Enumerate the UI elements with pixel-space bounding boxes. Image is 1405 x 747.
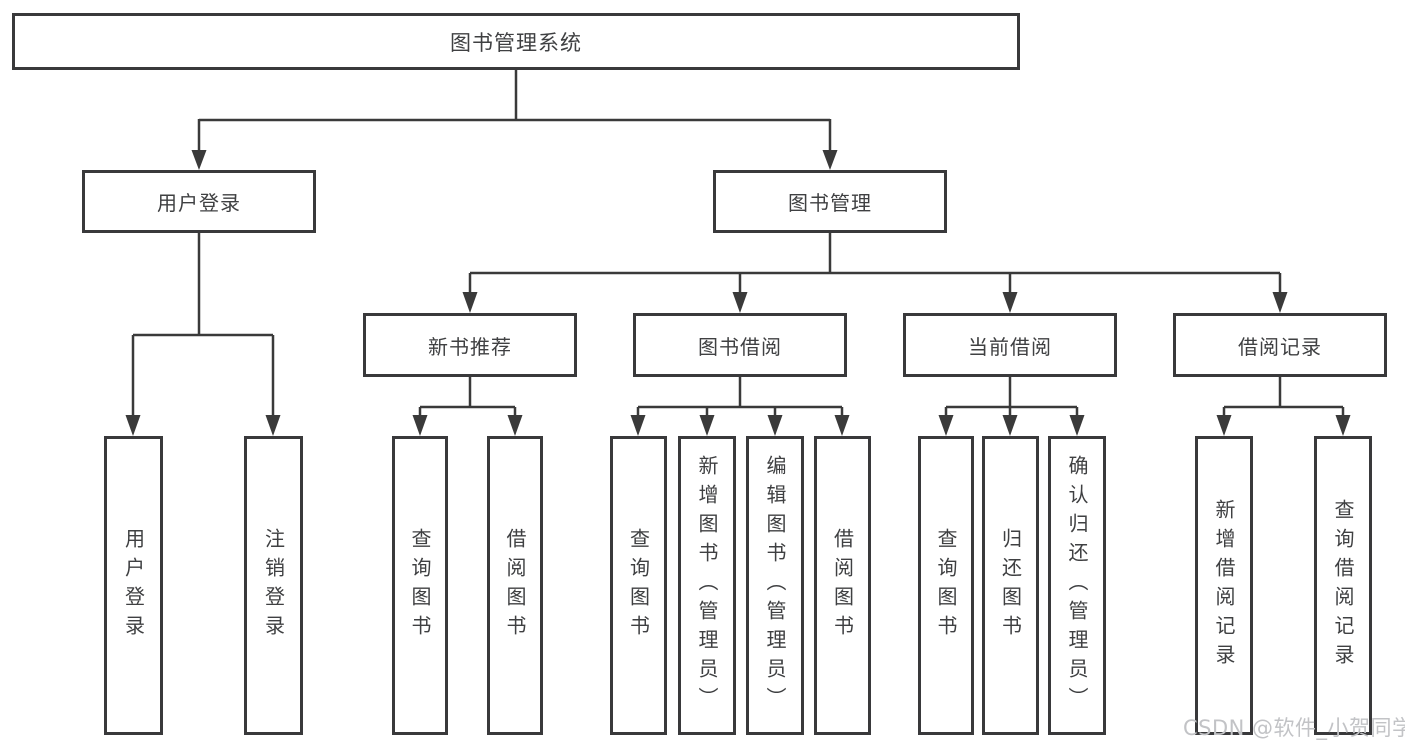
leaf-recommend-query-book-label: 查询图书 — [408, 527, 432, 644]
leaf-borrow-add-book-admin-label: 新增图书（管理员） — [695, 455, 719, 716]
node-book-management: 图书管理 — [713, 170, 947, 233]
leaf-records-query-record: 查询借阅记录 — [1314, 436, 1372, 735]
leaf-current-query-book-label: 查询图书 — [934, 527, 958, 644]
connector-root-to-level2 — [191, 68, 838, 170]
node-borrow-records: 借阅记录 — [1173, 313, 1387, 377]
node-current-borrow: 当前借阅 — [903, 313, 1117, 377]
leaf-recommend-query-book: 查询图书 — [392, 436, 448, 735]
node-new-book-recommend-label: 新书推荐 — [428, 334, 512, 359]
arrowhead — [1002, 292, 1018, 313]
arrowhead — [125, 415, 141, 436]
arrowhead — [191, 150, 207, 170]
connector-user-login-children — [125, 232, 281, 436]
leaf-records-query-record-label: 查询借阅记录 — [1331, 498, 1355, 673]
leaf-current-return-book-label: 归还图书 — [998, 527, 1023, 644]
arrowhead — [630, 415, 646, 436]
arrowhead — [507, 415, 523, 436]
connector-borrow-records-children — [1216, 376, 1351, 436]
leaf-logout-label: 注销登录 — [261, 527, 286, 644]
leaf-current-query-book: 查询图书 — [918, 436, 974, 735]
leaf-recommend-borrow-book-label: 借阅图书 — [503, 527, 527, 644]
node-new-book-recommend: 新书推荐 — [363, 313, 577, 377]
arrowhead — [938, 415, 954, 436]
arrowhead — [767, 415, 783, 436]
arrowhead — [1069, 415, 1085, 436]
arrowhead — [1335, 415, 1351, 436]
node-book-management-label: 图书管理 — [788, 191, 872, 215]
leaf-recommend-borrow-book: 借阅图书 — [487, 436, 543, 735]
leaf-records-add-record-label: 新增借阅记录 — [1212, 498, 1236, 673]
leaf-borrow-borrow-book: 借阅图书 — [814, 436, 871, 735]
arrowhead — [412, 415, 428, 436]
leaf-current-return-book: 归还图书 — [982, 436, 1039, 735]
arrowhead — [1272, 292, 1288, 313]
leaf-borrow-borrow-book-label: 借阅图书 — [830, 527, 855, 644]
node-user-login-label: 用户登录 — [157, 191, 241, 215]
arrowhead — [1216, 415, 1232, 436]
node-borrow-records-label: 借阅记录 — [1238, 334, 1322, 359]
connector-current-borrow-children — [938, 376, 1085, 436]
leaf-current-confirm-return-admin-label: 确认归还（管理员） — [1065, 455, 1089, 716]
leaf-user-login: 用户登录 — [104, 436, 163, 735]
arrowhead — [699, 415, 715, 436]
leaf-borrow-query-book: 查询图书 — [610, 436, 667, 735]
arrowhead — [732, 292, 748, 313]
node-book-borrow-label: 图书借阅 — [698, 334, 782, 359]
arrowhead — [265, 415, 281, 436]
node-user-login: 用户登录 — [82, 170, 316, 233]
arrowhead — [462, 292, 478, 313]
connector-book-management-sections — [462, 232, 1288, 313]
node-current-borrow-label: 当前借阅 — [968, 334, 1052, 359]
leaf-borrow-add-book-admin: 新增图书（管理员） — [678, 436, 736, 735]
leaf-borrow-query-book-label: 查询图书 — [626, 527, 651, 644]
arrowhead — [834, 415, 850, 436]
leaf-borrow-edit-book-admin: 编辑图书（管理员） — [746, 436, 804, 735]
leaf-user-login-label: 用户登录 — [121, 527, 146, 644]
leaf-logout: 注销登录 — [244, 436, 303, 735]
node-root: 图书管理系统 — [12, 13, 1020, 70]
leaf-records-add-record: 新增借阅记录 — [1195, 436, 1253, 735]
leaf-current-confirm-return-admin: 确认归还（管理员） — [1048, 436, 1106, 735]
node-root-label: 图书管理系统 — [450, 30, 582, 55]
node-book-borrow: 图书借阅 — [633, 313, 847, 377]
arrowhead — [1002, 415, 1018, 436]
arrowhead — [822, 150, 838, 170]
connector-book-borrow-children — [630, 376, 850, 436]
csdn-watermark: CSDN @软件_小贺同学 — [1183, 716, 1405, 740]
connector-new-book-recommend-children — [412, 376, 523, 436]
leaf-borrow-edit-book-admin-label: 编辑图书（管理员） — [763, 455, 787, 716]
